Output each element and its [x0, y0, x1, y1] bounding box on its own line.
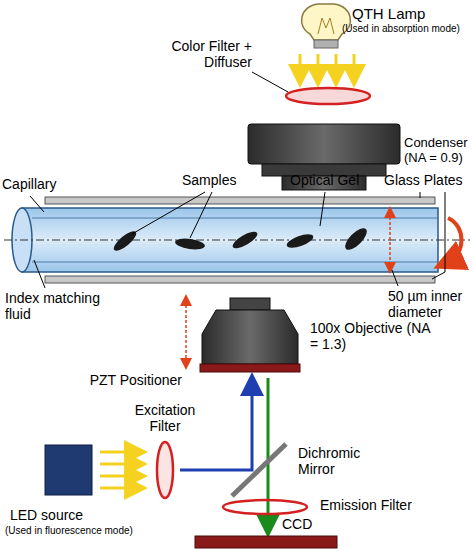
ccd	[195, 536, 337, 548]
part-label: 100x Objective (NA = 1.3)	[310, 320, 430, 352]
excitation-filter	[157, 442, 173, 498]
diameter-arrow	[389, 212, 391, 268]
part-label: Color Filter + Diffuser	[160, 38, 252, 70]
objective	[200, 298, 300, 372]
note-label: (Used in absorption mode)	[342, 23, 472, 35]
part-label: PZT Positioner	[70, 372, 182, 388]
led-rays	[100, 452, 136, 488]
rotation-arrow	[448, 218, 462, 262]
part-label: Excitation Filter	[120, 402, 210, 434]
note-label: (Used in fluorescence mode)	[5, 525, 155, 537]
part-label: QTH Lamp	[352, 5, 452, 22]
part-label: Optical Gel	[290, 172, 375, 188]
light-rays	[300, 54, 354, 76]
glass-plate	[45, 276, 435, 283]
leader-lines	[30, 192, 445, 288]
part-label: Dichromic Mirror	[298, 445, 378, 477]
glass-plate	[45, 197, 435, 204]
part-label: Condenser (NA = 0.9)	[404, 136, 472, 166]
led-source	[45, 445, 92, 495]
part-label: LED source	[10, 507, 110, 523]
part-label: Capillary	[2, 176, 82, 192]
part-label: CCD	[282, 516, 322, 532]
leader-line	[252, 72, 288, 92]
part-label: Samples	[182, 172, 252, 188]
emission-beam	[267, 378, 270, 526]
part-label: Glass Plates	[384, 172, 472, 188]
condenser	[248, 124, 400, 190]
dichroic-mirror	[232, 444, 286, 496]
part-label: Index matching fluid	[5, 290, 115, 322]
capillary	[4, 208, 470, 272]
excitation-beam	[180, 384, 252, 470]
emission-filter	[223, 500, 307, 514]
samples	[111, 225, 370, 254]
dimension-label: 50 µm inner diameter	[388, 288, 472, 320]
color-filter	[286, 88, 370, 104]
pzt-arrow	[185, 300, 187, 364]
part-label: Emission Filter	[320, 497, 440, 513]
